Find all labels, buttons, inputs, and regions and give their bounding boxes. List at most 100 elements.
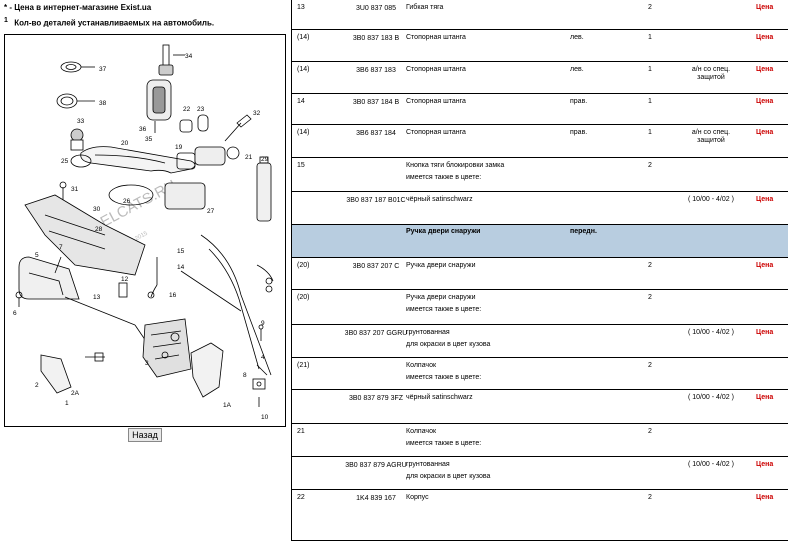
part-quantity: 2 xyxy=(648,162,652,169)
back-button[interactable]: Назад xyxy=(128,428,162,442)
callout-34: 34 xyxy=(185,53,193,60)
part-name: Стопорная штанга xyxy=(406,98,466,105)
part-number: 3B0 837 187 B01C xyxy=(346,197,406,204)
parts-diagram: ELCATS.RU 31.05.2015 xyxy=(4,34,286,427)
part-name: чёрный satinschwarz xyxy=(406,394,473,401)
part-name: Ручка двери снаружи xyxy=(406,262,476,269)
part-number: 3B0 837 207 GGRU xyxy=(344,330,408,337)
price-link[interactable]: Цена xyxy=(756,129,774,136)
position-number: (20) xyxy=(297,294,310,301)
callout-19: 19 xyxy=(175,144,183,151)
callout-32: 32 xyxy=(253,110,261,117)
part-side: лев. xyxy=(570,34,584,41)
price-link[interactable]: Цена xyxy=(756,494,774,501)
legend-price: * - Цена в интернет-магазине Exist.ua xyxy=(4,3,151,13)
part-note: ( 10/00 - 4/02 ) xyxy=(688,196,734,203)
section-title: Ручка двери снаружи xyxy=(406,228,481,235)
part-quantity: 2 xyxy=(648,262,652,269)
part-note: а/н со спец. защитой xyxy=(691,66,731,81)
callout-25: 25 xyxy=(61,158,69,165)
part-name: Гибкая тяга xyxy=(406,4,444,11)
callout-13: 13 xyxy=(93,294,101,301)
price-link[interactable]: Цена xyxy=(756,98,774,105)
part-name: грунтованная xyxy=(406,461,450,468)
position-number: 21 xyxy=(297,428,305,435)
position-number: 15 xyxy=(297,162,305,169)
part-quantity: 2 xyxy=(648,294,652,301)
legend-qty: 1 Кол-во деталей устанавливаемых на авто… xyxy=(4,16,214,29)
part-note: а/н со спец. защитой xyxy=(691,129,731,144)
part-quantity: 1 xyxy=(648,129,652,136)
callout-16: 16 xyxy=(169,292,177,299)
part-name: Корпус xyxy=(406,494,429,501)
part-name: грунтованная xyxy=(406,329,450,336)
callout-23: 23 xyxy=(197,106,205,113)
callout-36: 36 xyxy=(139,126,147,133)
callout-35: 35 xyxy=(145,136,153,143)
part-quantity: 2 xyxy=(648,362,652,369)
part-name: Стопорная штанга xyxy=(406,34,466,41)
callout-38: 38 xyxy=(99,100,107,107)
part-number: 3B0 837 183 B xyxy=(352,35,400,42)
callout-20: 20 xyxy=(121,140,129,147)
price-link[interactable]: Цена xyxy=(756,262,774,269)
position-number: 14 xyxy=(297,98,305,105)
part-number: 3B6 837 183 xyxy=(356,67,396,74)
part-name: Колпачок xyxy=(406,362,437,369)
callout-1: 1 xyxy=(65,400,69,407)
legend-price-mark: * - xyxy=(4,3,12,12)
part-quantity: 1 xyxy=(648,98,652,105)
callout-2: 2 xyxy=(35,382,39,389)
callout-5: 5 xyxy=(35,252,39,259)
callout-29: 29 xyxy=(261,156,269,163)
part-number: 3B0 837 207 C xyxy=(352,263,400,270)
callout-21: 21 xyxy=(245,154,253,161)
price-link[interactable]: Цена xyxy=(756,34,774,41)
part-name-extra: для окраски в цвет кузова xyxy=(406,341,491,348)
price-link[interactable]: Цена xyxy=(756,4,774,11)
exploded-view-drawing: ELCATS.RU 31.05.2015 xyxy=(13,44,274,421)
callout-3: 3 xyxy=(145,360,149,367)
part-quantity: 2 xyxy=(648,428,652,435)
part-name: чёрный satinschwarz xyxy=(406,196,473,203)
price-link[interactable]: Цена xyxy=(756,461,774,468)
legend-qty-text: Кол-во деталей устанавливаемых на автомо… xyxy=(14,18,215,28)
price-link[interactable]: Цена xyxy=(756,196,774,203)
callout-12: 12 xyxy=(121,276,129,283)
callout-30: 30 xyxy=(93,206,101,213)
table-row: 15 Кнопка тяги блокировки замка имеется та… xyxy=(292,158,788,192)
part-number: 3B0 837 879 3FZ xyxy=(348,395,404,402)
part-name-extra: имеется также в цвете: xyxy=(406,174,482,181)
callout-28: 28 xyxy=(95,226,103,233)
part-note: ( 10/00 - 4/02 ) xyxy=(688,461,734,468)
part-name: Стопорная штанга xyxy=(406,66,466,73)
callout-26: 26 xyxy=(123,198,131,205)
part-name: Ручка двери снаружи xyxy=(406,294,476,301)
part-name: Кнопка тяги блокировки замка xyxy=(406,162,505,169)
part-name: Колпачок xyxy=(406,428,437,435)
position-number: (14) xyxy=(297,129,310,136)
part-number: 3B0 837 184 B xyxy=(352,99,400,106)
price-link[interactable]: Цена xyxy=(756,394,774,401)
price-link[interactable]: Цена xyxy=(756,66,774,73)
section-side: передн. xyxy=(570,228,597,235)
callout-9: 9 xyxy=(261,320,265,327)
callout-33: 33 xyxy=(77,118,85,125)
position-number: (14) xyxy=(297,66,310,73)
section-header-row: Ручка двери снаружи передн. xyxy=(292,225,788,258)
part-quantity: 1 xyxy=(648,66,652,73)
position-number: 13 xyxy=(297,4,305,11)
price-link[interactable]: Цена xyxy=(756,329,774,336)
callout-1A: 1A xyxy=(223,402,232,409)
